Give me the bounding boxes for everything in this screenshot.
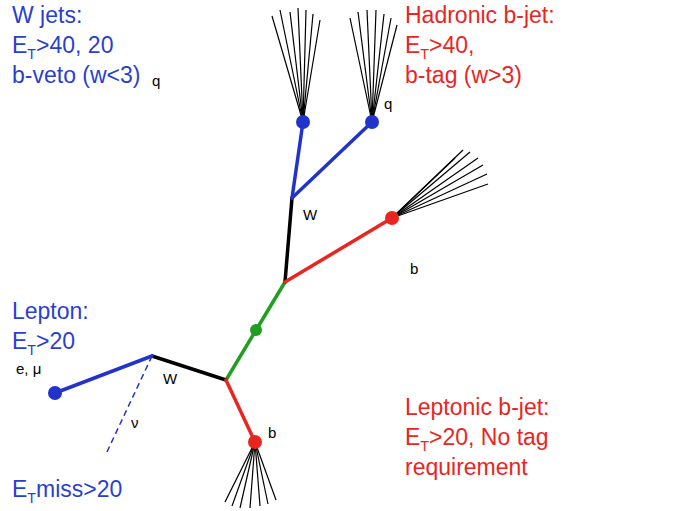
cut-annotation: Hadronic b-jet: ET>40, b-tag (w>3) — [405, 0, 555, 90]
text-run: ν — [131, 414, 139, 431]
neutrino-line — [106, 356, 152, 454]
text-line: q — [384, 95, 392, 113]
text-run: E — [12, 476, 27, 502]
text-line: ET>20 — [12, 326, 89, 356]
text-run: >20 — [36, 328, 75, 354]
text-run: >20, No tag — [429, 424, 549, 450]
text-line: W — [303, 206, 317, 224]
particle-label: q — [152, 72, 160, 90]
text-run: b-veto (w<3) — [12, 62, 140, 88]
cut-annotation: W jets: ET>40, 20 b-veto (w<3) — [12, 0, 140, 90]
text-run: E — [12, 32, 27, 58]
particle-label: ν — [131, 414, 139, 432]
text-line: b-tag (w>3) — [405, 60, 555, 90]
text-line: Leptonic b-jet: — [405, 392, 549, 422]
b-quark-dot — [385, 211, 399, 225]
light-quark-jet — [350, 10, 397, 122]
text-run: b-tag (w>3) — [405, 62, 522, 88]
text-line: Lepton: — [12, 296, 89, 326]
text-line: W jets: — [12, 0, 140, 30]
text-run: requirement — [405, 454, 528, 480]
text-line: e, μ — [16, 360, 41, 378]
b-quark-jet — [392, 150, 488, 218]
subscript: T — [420, 46, 429, 62]
text-run: Lepton: — [12, 298, 89, 324]
text-run: Hadronic b-jet: — [405, 2, 555, 28]
particle-label: b — [268, 424, 276, 442]
text-line: b — [268, 424, 276, 442]
text-run: e, μ — [16, 360, 41, 377]
particle-label: q — [384, 95, 392, 113]
text-run: W jets: — [12, 2, 82, 28]
particle-label: b — [410, 260, 418, 278]
particle-label: e, μ — [16, 360, 41, 378]
text-run: b — [410, 260, 418, 277]
text-run: b — [268, 424, 276, 441]
text-run: >40, 20 — [36, 32, 113, 58]
b-quark-dot — [248, 435, 262, 449]
text-run: miss>20 — [36, 476, 122, 502]
quark-line — [292, 122, 303, 198]
text-run: q — [384, 95, 392, 112]
subscript: T — [27, 342, 36, 358]
text-run: W — [303, 206, 317, 223]
text-line: requirement — [405, 452, 549, 482]
subscript: T — [27, 490, 36, 506]
quark-dot — [365, 115, 379, 129]
text-run: q — [152, 72, 160, 89]
b-quark-jet — [225, 442, 276, 508]
b-quark-line — [285, 218, 392, 282]
quark-line — [292, 122, 372, 198]
text-line: ET>40, — [405, 30, 555, 60]
text-run: >40, — [429, 32, 474, 58]
quark-dot — [296, 115, 310, 129]
lepton-dot — [48, 386, 62, 400]
subscript: T — [420, 438, 429, 454]
subscript: T — [27, 46, 36, 62]
light-quark-jet — [272, 8, 320, 122]
text-run: W — [163, 370, 177, 387]
text-run: E — [405, 424, 420, 450]
w-boson-line — [285, 198, 292, 282]
text-line: W — [163, 370, 177, 388]
particle-label: W — [163, 370, 177, 388]
top-pair-line — [226, 282, 285, 380]
cut-annotation: Leptonic b-jet: ET>20, No tag requiremen… — [405, 392, 549, 482]
text-line: ETmiss>20 — [12, 474, 122, 504]
text-run: E — [405, 32, 420, 58]
text-line: ET>20, No tag — [405, 422, 549, 452]
text-line: ET>40, 20 — [12, 30, 140, 60]
text-line: q — [152, 72, 160, 90]
text-line: b — [410, 260, 418, 278]
top-pair-dot — [250, 324, 262, 336]
b-quark-line — [226, 380, 255, 442]
text-line: ν — [131, 414, 139, 432]
text-line: Hadronic b-jet: — [405, 0, 555, 30]
text-run: E — [12, 328, 27, 354]
cut-annotation: ETmiss>20 — [12, 474, 122, 504]
text-run: Leptonic b-jet: — [405, 394, 549, 420]
particle-label: W — [303, 206, 317, 224]
text-line: b-veto (w<3) — [12, 60, 140, 90]
cut-annotation: Lepton: ET>20 — [12, 296, 89, 356]
